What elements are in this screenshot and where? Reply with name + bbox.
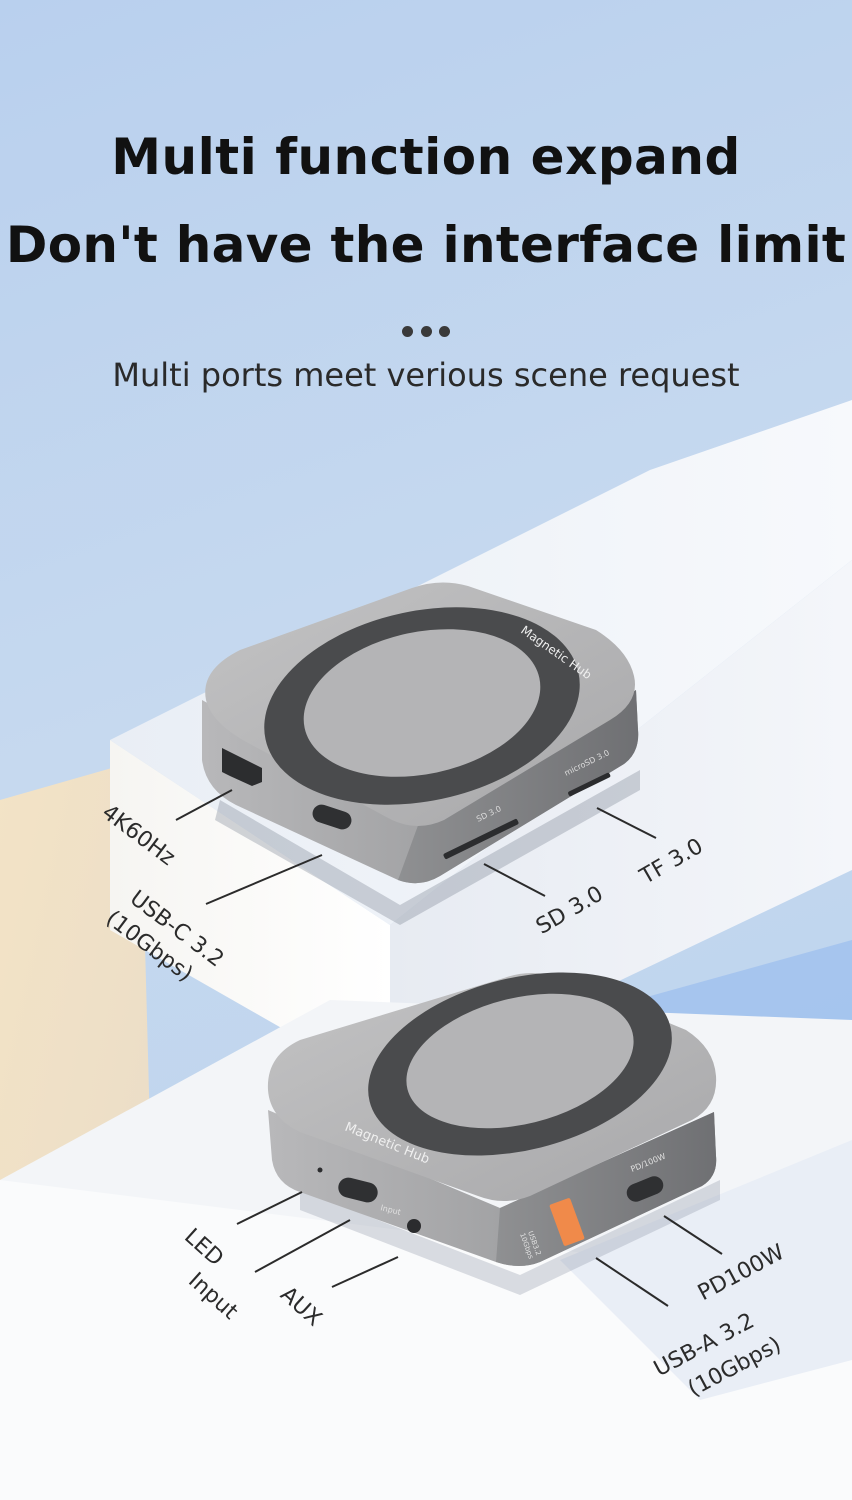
usba-port [549, 1198, 585, 1246]
microsd-slot [568, 772, 611, 797]
hub-lower: Magnetic Hub Input USB3.2 10Gbps PD/100W [267, 972, 720, 1295]
input-usbc-port [338, 1177, 378, 1203]
led-indicator [317, 1167, 323, 1173]
upper-callout-lines [175, 789, 657, 905]
hdmi-port [222, 748, 262, 786]
usbc-port [312, 804, 352, 830]
lower-callout-lines [236, 1191, 723, 1307]
tagline: Multi ports meet verious scene request [112, 356, 740, 394]
hub-upper: Magnetic Hub SD 3.0 microSD 3.0 [202, 582, 640, 925]
headline-line1: Multi function expand [111, 128, 741, 186]
sd-slot [443, 819, 519, 859]
pd-usbc-port [626, 1176, 664, 1202]
headline-line2: Don't have the interface limit [5, 216, 847, 274]
ellipsis-dots [402, 324, 450, 338]
aux-jack [407, 1219, 421, 1233]
